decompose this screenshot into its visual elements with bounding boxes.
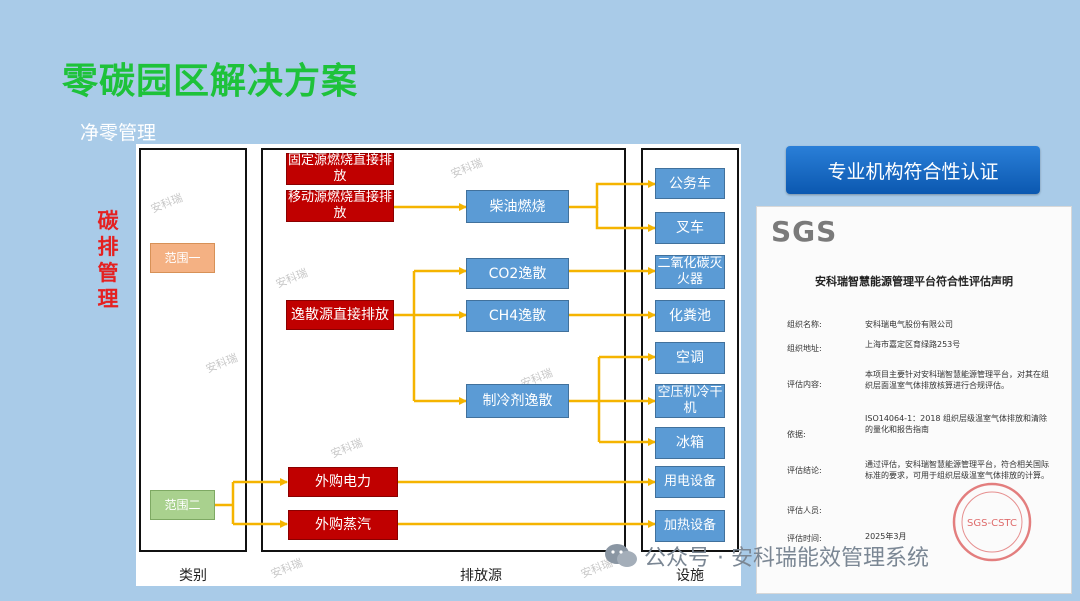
page-subtitle: 净零管理 xyxy=(80,122,157,144)
category-footer: 类别 xyxy=(179,568,207,584)
heating-equipment-box: 加热设备 xyxy=(655,510,725,542)
time-value: 2025年3月 xyxy=(865,532,907,541)
wechat-caption: 公众号 · 安科瑞能效管理系统 xyxy=(604,540,929,572)
fugitive-source-box: 逸散源直接排放 xyxy=(286,300,394,330)
certification-title: 专业机构符合性认证 xyxy=(786,146,1040,194)
side-char: 碳 xyxy=(97,208,119,233)
org-label: 组织名称: xyxy=(787,320,822,329)
wechat-caption-text: 公众号 · 安科瑞能效管理系统 xyxy=(644,546,929,571)
facility-column-frame xyxy=(641,148,739,552)
refrigerator-box: 冰箱 xyxy=(655,427,725,459)
ch4-fugitive-box: CH4逸散 xyxy=(466,300,569,332)
assessor-label: 评估人员: xyxy=(787,506,822,515)
scope-two-box: 范围二 xyxy=(150,490,215,520)
address-label: 组织地址: xyxy=(787,344,822,353)
basis-label: 依据: xyxy=(787,430,806,439)
source-footer: 排放源 xyxy=(460,568,502,584)
power-equipment-box: 用电设备 xyxy=(655,466,725,498)
source-column-frame xyxy=(261,148,626,552)
sgs-logo: SGS xyxy=(771,215,838,248)
refrigerant-fugitive-box: 制冷剂逸散 xyxy=(466,384,569,418)
certificate-heading: 安科瑞智慧能源管理平台符合性评估声明 xyxy=(815,275,1013,288)
purchased-power-box: 外购电力 xyxy=(288,467,398,497)
org-value: 安科瑞电气股份有限公司 xyxy=(865,320,953,329)
diagram-panel xyxy=(136,144,741,586)
wechat-icon xyxy=(605,544,637,567)
compressor-dryer-box: 空压机冷干机 xyxy=(655,384,725,418)
side-char: 理 xyxy=(97,286,119,311)
diesel-combustion-box: 柴油燃烧 xyxy=(466,190,569,223)
co2-extinguisher-box: 二氧化碳灭火器 xyxy=(655,255,725,289)
carbon-management-label: 碳 排 管 理 xyxy=(96,208,120,312)
scope-one-box: 范围一 xyxy=(150,243,215,273)
conclusion-label: 评估结论: xyxy=(787,466,822,475)
purchased-steam-box: 外购蒸汽 xyxy=(288,510,398,540)
page-title: 零碳园区解决方案 xyxy=(62,60,359,102)
sgs-stamp: SGS-CSTC xyxy=(952,482,1032,562)
conclusion-value: 通过评估，安科瑞智慧能源管理平台，符合相关国际标准的要求，可用于组织层级温室气体… xyxy=(865,460,1049,480)
fixed-source-box: 固定源燃烧直接排放 xyxy=(286,153,394,185)
category-column-frame xyxy=(139,148,247,552)
co2-fugitive-box: CO2逸散 xyxy=(466,258,569,289)
official-car-box: 公务车 xyxy=(655,168,725,199)
side-char: 管 xyxy=(97,260,119,285)
stamp-text: SGS-CSTC xyxy=(967,518,1017,529)
content-label: 评估内容: xyxy=(787,380,822,389)
basis-value: ISO14064-1：2018 组织层级温室气体排放和清除的量化和报告指南 xyxy=(865,414,1048,434)
air-conditioner-box: 空调 xyxy=(655,342,725,374)
time-label: 评估时间: xyxy=(787,534,822,543)
facility-footer: 设施 xyxy=(676,568,704,584)
forklift-box: 叉车 xyxy=(655,212,725,244)
address-value: 上海市嘉定区育绿路253号 xyxy=(865,340,961,349)
mobile-source-box: 移动源燃烧直接排放 xyxy=(286,190,394,222)
side-char: 排 xyxy=(97,234,119,259)
certificate-document: SGS 安科瑞智慧能源管理平台符合性评估声明 组织名称: 安科瑞电气股份有限公司… xyxy=(756,206,1072,594)
septic-tank-box: 化粪池 xyxy=(655,300,725,332)
content-value: 本项目主要针对安科瑞智慧能源管理平台，对其在组织层面温室气体排放核算进行合规评估… xyxy=(865,370,1049,390)
